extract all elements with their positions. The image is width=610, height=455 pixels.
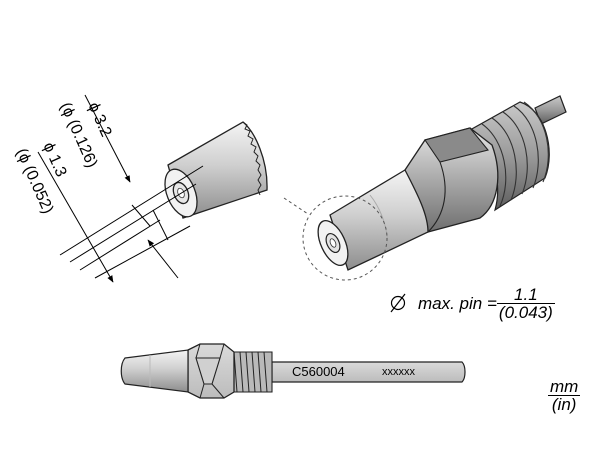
detail-tip	[164, 121, 268, 219]
main-tip	[317, 95, 567, 271]
diameter-symbol-icon	[390, 293, 406, 313]
units-legend: mm(in)	[548, 377, 581, 414]
detail-circle	[283, 195, 388, 281]
max-pin-fraction: 1.1(0.043)	[496, 286, 555, 322]
max-pin-text: max. pin =	[418, 294, 497, 313]
units-in: (in)	[551, 395, 577, 414]
max-pin-label: max. pin =1.1(0.043)	[418, 286, 555, 322]
max-pin-mm: 1.1	[496, 286, 555, 304]
batch-code: xxxxxx	[382, 366, 415, 378]
side-view	[120, 343, 466, 399]
part-code: C560004	[292, 364, 345, 379]
units-mm: mm	[548, 377, 581, 396]
dimension-lines	[37, 94, 204, 283]
max-pin-in: (0.043)	[498, 303, 553, 322]
